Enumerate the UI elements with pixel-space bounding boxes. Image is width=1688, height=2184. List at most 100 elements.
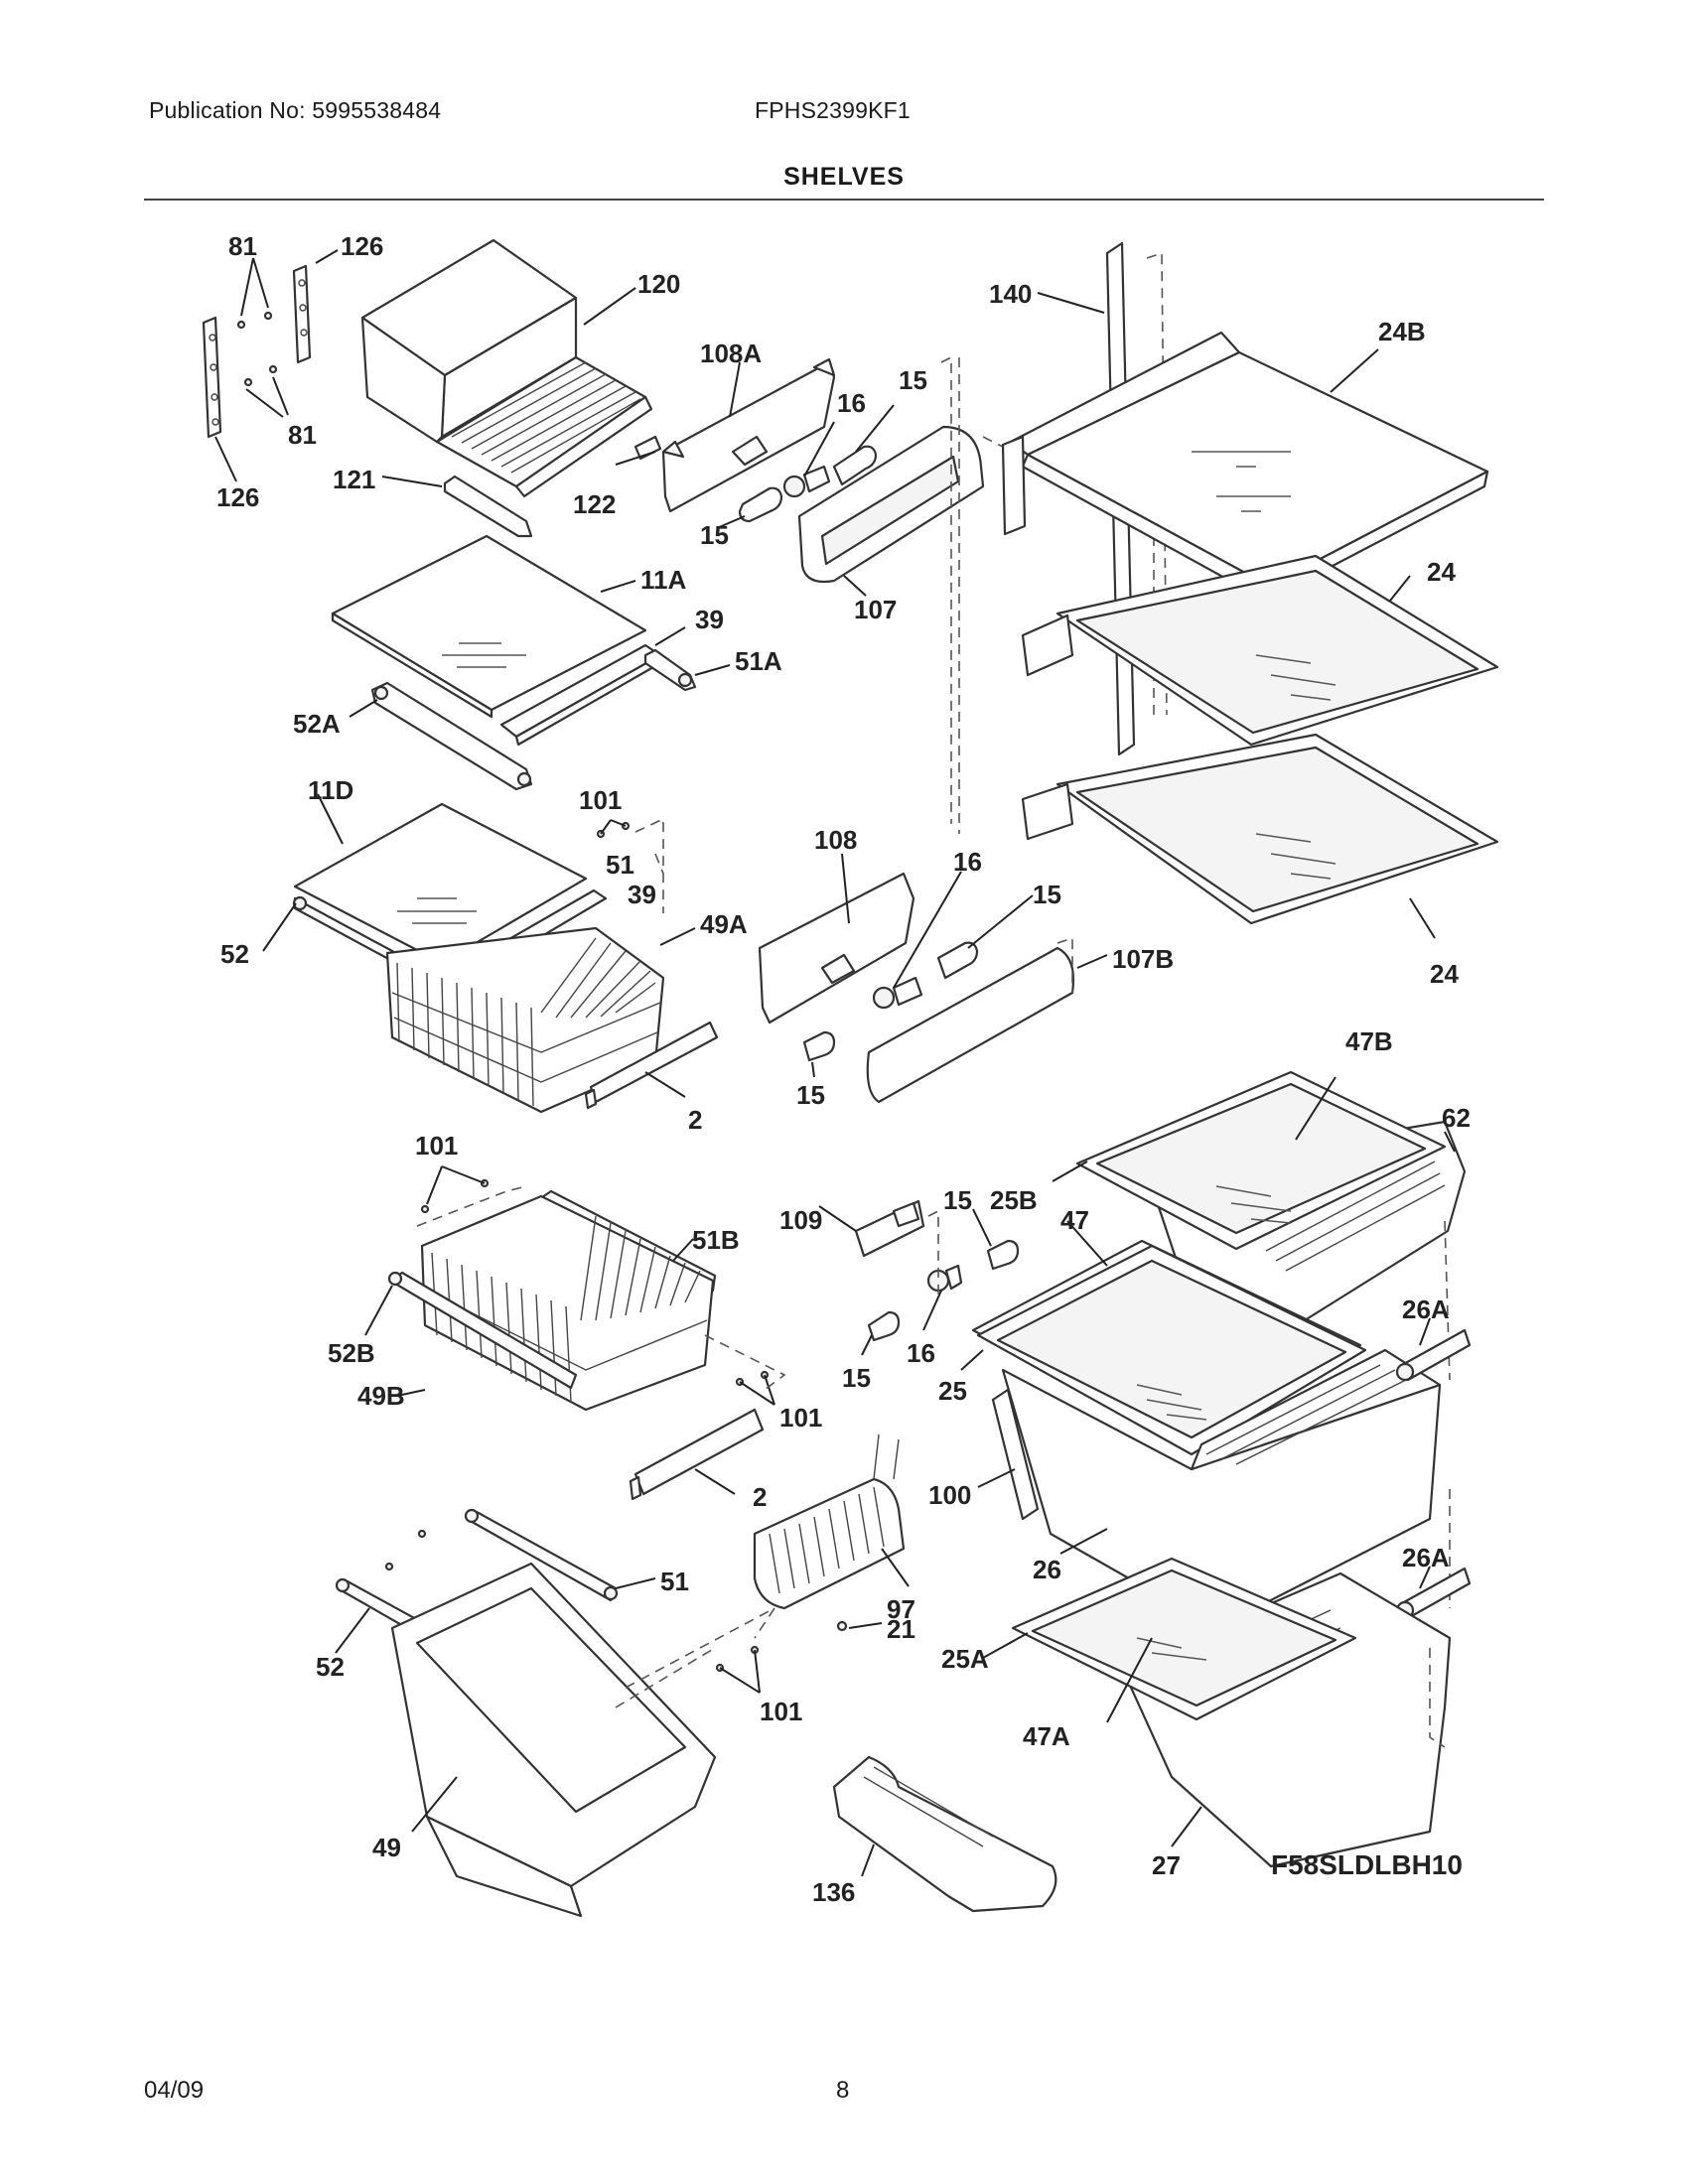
callout-51-a: 51 [606,850,634,880]
callout-15-f: 15 [842,1363,871,1393]
callout-25A: 25A [941,1644,989,1674]
part-52B-rail [387,1271,578,1390]
part-2-trim-strip [584,1021,719,1110]
callout-47A: 47A [1023,1721,1070,1751]
part-11D-glass-shelf [293,802,588,965]
callout-120: 120 [637,269,680,299]
part-100-panel [991,1388,1040,1521]
part-97-heater-coil [753,1433,906,1610]
screws-101-mid [420,1178,490,1214]
callout-2-b: 2 [753,1482,767,1512]
part-26-crisper-drawer [1001,1348,1442,1630]
part-15-bulb-lower-left [867,1310,901,1342]
callout-26A-b: 26A [1402,1543,1450,1572]
part-24-shelf-upper [1021,554,1499,747]
publication-date: 04/09 [144,2077,205,2104]
part-15-bulb-lower [738,486,783,523]
callout-101-a: 101 [579,785,622,815]
callout-136: 136 [812,1877,855,1907]
part-47A-glass-cover [1136,1637,1207,1661]
part-51A-rail [643,648,697,692]
part-108A-bracket [661,357,836,513]
callout-26A-a: 26A [1402,1295,1450,1324]
callout-25B: 25B [990,1185,1038,1215]
callout-16-a: 16 [837,388,866,418]
callout-107: 107 [854,595,897,624]
callout-39-a: 39 [695,605,724,634]
part-26A-slide-upper [1395,1328,1472,1382]
callout-100: 100 [928,1480,971,1510]
part-16-socket-upper [782,465,831,498]
part-25A-drawer-frame [1011,1557,1357,1721]
callout-140: 140 [989,279,1032,309]
callout-52B: 52B [328,1338,375,1368]
callout-labels: 81 126 120 81 126 121 122 108A 16 15 15 … [216,231,1471,1907]
callout-62: 62 [1442,1103,1471,1133]
callout-2-a: 2 [688,1105,702,1135]
model-number: FPHS2399KF1 [755,97,911,123]
part-15-bulb-mid-right [936,941,979,980]
callout-24-b: 24 [1430,959,1459,989]
callout-101-c: 101 [779,1403,822,1433]
callout-11A: 11A [640,565,686,595]
callout-49A: 49A [700,909,748,939]
part-15-bulb-lower-right [986,1239,1020,1271]
callout-101-d: 101 [760,1697,802,1726]
part-39-trim [499,643,662,747]
callout-107B: 107B [1112,944,1174,974]
callout-11D: 11D [308,775,353,805]
callout-51B: 51B [692,1225,740,1255]
part-47-glass-cover [976,1244,1367,1456]
callout-101-b: 101 [415,1131,458,1160]
callout-126-b: 126 [216,482,259,512]
callout-108A: 108A [700,339,762,368]
bracket-126-right [292,264,312,364]
callout-51A: 51A [735,646,782,676]
bracket-126-left [202,316,222,439]
part-120-tray [360,238,662,498]
screws-101-lower-right [715,1645,760,1673]
callout-39-b: 39 [628,880,656,909]
callout-108: 108 [814,825,857,855]
part-136-bracket [832,1755,1057,1913]
part-107B-light-cover [866,946,1075,1104]
callout-15-a: 15 [899,365,927,395]
callout-126-a: 126 [341,231,383,261]
callout-81-b: 81 [288,420,317,450]
callout-15-b: 15 [700,520,729,550]
callout-52-a: 52 [220,939,249,969]
part-2-trim-strip-lower [629,1408,765,1501]
callout-27: 27 [1152,1850,1181,1880]
part-49-bin [390,1562,717,1918]
callout-109: 109 [779,1205,822,1235]
callout-24-a: 24 [1427,557,1456,587]
section-title: SHELVES [783,163,905,191]
callout-15-d: 15 [796,1080,825,1110]
page-number: 8 [836,2077,850,2104]
callout-121: 121 [333,465,375,494]
part-24B-shelf [1001,331,1489,603]
figure-code: F58SLDLBH10 [1271,1849,1463,1880]
callout-26: 26 [1033,1555,1061,1584]
callout-15-e: 15 [943,1185,972,1215]
callout-15-c: 15 [1033,880,1061,909]
screws-101-lower-left [384,1529,427,1571]
callout-49: 49 [372,1833,401,1862]
part-24-shelf-lower [1021,733,1499,925]
callout-81-a: 81 [228,231,257,261]
header-rule [144,199,1544,201]
part-21-screw [836,1620,848,1632]
part-107-light-cover [797,425,985,584]
part-52A-rail [370,681,533,791]
part-51-rail-lower [464,1508,619,1602]
callout-16-c: 16 [907,1338,935,1368]
part-49B-basket [420,1194,715,1412]
part-47B-cover [1075,1070,1447,1251]
part-108-bracket [758,872,915,1024]
callout-21: 21 [887,1614,915,1644]
part-15-bulb-mid-left [802,1030,836,1062]
callout-47: 47 [1060,1205,1089,1235]
part-16-socket-lower [926,1264,963,1293]
publication-number: Publication No: 5995538484 [149,97,442,123]
